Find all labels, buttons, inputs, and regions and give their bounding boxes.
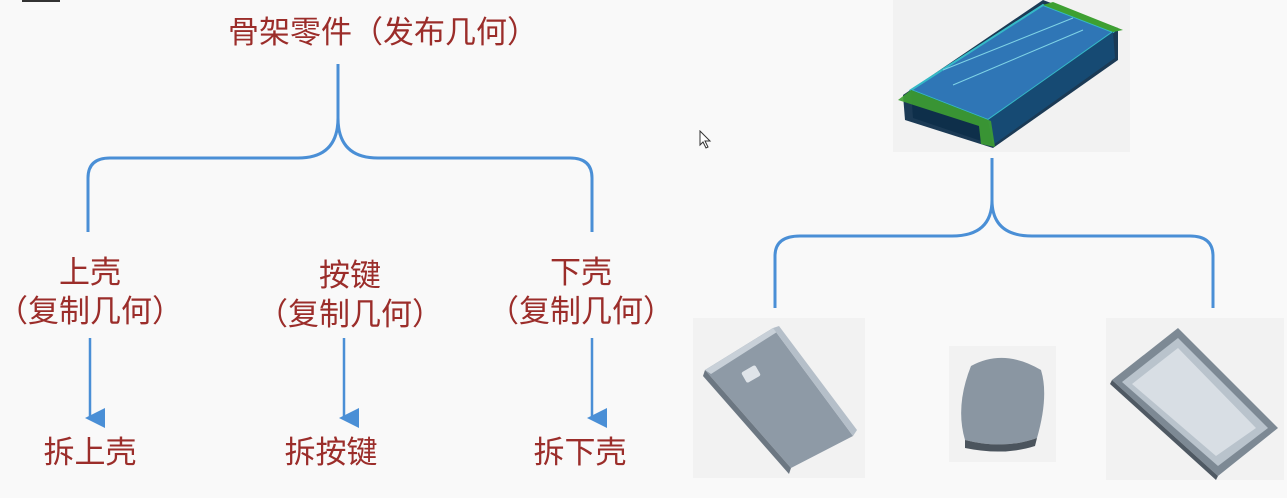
left-brace	[86, 64, 594, 232]
action-button: 拆按键	[284, 435, 378, 471]
upper-shell-image	[693, 318, 865, 478]
branch-upper-title: 上壳	[59, 255, 121, 291]
top-edge-mark	[22, 0, 60, 2]
root-label: 骨架零件（发布几何）	[228, 15, 538, 51]
right-brace	[773, 158, 1215, 308]
action-upper: 拆上壳	[43, 435, 137, 471]
assembly-image	[893, 0, 1130, 152]
branch-upper: 上壳 （复制几何）	[0, 258, 185, 328]
branch-button-title: 按键	[319, 258, 381, 294]
lower-shell-image	[1106, 318, 1284, 480]
branch-lower-title: 下壳	[550, 255, 612, 291]
branch-button: 按键 （复制几何）	[255, 261, 445, 331]
branch-button-note: （复制几何）	[257, 297, 443, 333]
branch-lower: 下壳 （复制几何）	[486, 258, 676, 328]
branch-lower-note: （复制几何）	[488, 294, 674, 330]
branch-upper-note: （复制几何）	[0, 294, 183, 330]
button-image	[949, 346, 1056, 462]
action-lower: 拆下壳	[533, 435, 627, 471]
mouse-pointer-icon	[699, 129, 713, 154]
